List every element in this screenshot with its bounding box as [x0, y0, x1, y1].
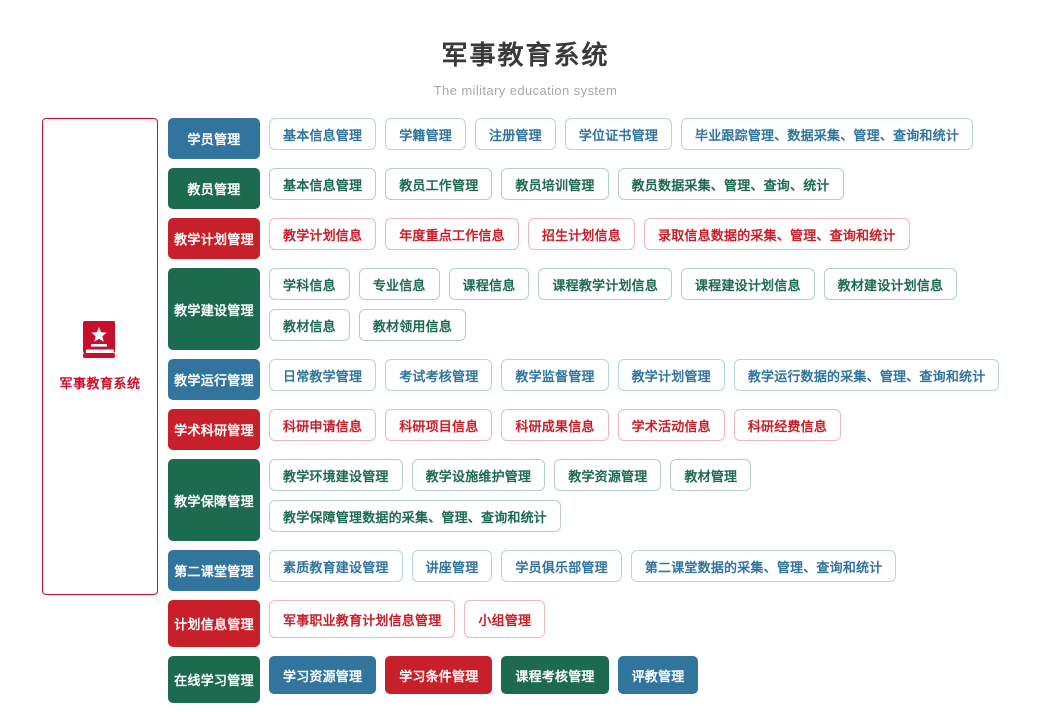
category-button[interactable]: 教学计划管理	[168, 218, 260, 260]
category-button[interactable]: 教学保障管理	[168, 459, 260, 542]
module-item-button[interactable]: 科研经费信息	[733, 409, 842, 442]
module-item-button[interactable]: 课程信息	[448, 268, 530, 301]
module-item-group: 素质教育建设管理讲座管理学员俱乐部管理第二课堂数据的采集、管理、查询和统计	[269, 550, 1051, 591]
brand-label: 军事教育系统	[59, 376, 141, 392]
module-item-group: 学习资源管理学习条件管理课程考核管理评教管理	[269, 656, 1051, 703]
module-item-button[interactable]: 教学计划管理	[617, 359, 725, 392]
module-item-group: 教学环境建设管理教学设施维护管理教学资源管理教材管理教学保障管理数据的采集、管理…	[269, 459, 1051, 541]
brand-panel: 军事教育系统	[42, 118, 158, 596]
module-item-button[interactable]: 招生计划信息	[527, 218, 636, 251]
module-item-button[interactable]: 日常教学管理	[269, 359, 377, 392]
module-row: 教员管理基本信息管理教员工作管理教员培训管理教员数据采集、管理、查询、统计	[168, 168, 1051, 210]
module-item-button[interactable]: 课程教学计划信息	[538, 268, 673, 301]
module-item-button[interactable]: 课程建设计划信息	[681, 268, 815, 301]
module-item-group: 基本信息管理教员工作管理教员培训管理教员数据采集、管理、查询、统计	[269, 168, 1051, 209]
module-item-button[interactable]: 科研申请信息	[269, 409, 377, 442]
category-button[interactable]: 教员管理	[168, 168, 260, 210]
module-item-button[interactable]: 教学运行数据的采集、管理、查询和统计	[733, 359, 1000, 392]
module-item-button[interactable]: 注册管理	[475, 118, 556, 151]
module-item-button[interactable]: 教学监督管理	[501, 359, 609, 392]
module-row: 教学计划管理教学计划信息年度重点工作信息招生计划信息录取信息数据的采集、管理、查…	[168, 218, 1051, 260]
module-item-button[interactable]: 教员数据采集、管理、查询、统计	[617, 168, 844, 201]
module-item-button[interactable]: 学科信息	[269, 268, 350, 301]
module-item-button[interactable]: 科研项目信息	[385, 409, 493, 442]
module-item-button[interactable]: 录取信息数据的采集、管理、查询和统计	[644, 218, 910, 251]
module-item-button[interactable]: 素质教育建设管理	[269, 550, 403, 583]
module-rows: 学员管理基本信息管理学籍管理注册管理学位证书管理毕业跟踪管理、数据采集、管理、查…	[168, 118, 1051, 712]
module-item-button[interactable]: 小组管理	[464, 600, 546, 639]
module-item-button[interactable]: 教员培训管理	[501, 168, 609, 201]
module-item-button[interactable]: 教员工作管理	[385, 168, 493, 201]
page-header: 军事教育系统 The military education system	[0, 0, 1051, 98]
module-item-button[interactable]: 毕业跟踪管理、数据采集、管理、查询和统计	[681, 118, 974, 151]
module-item-button[interactable]: 基本信息管理	[269, 168, 377, 201]
module-item-group: 学科信息专业信息课程信息课程教学计划信息课程建设计划信息教材建设计划信息教材信息…	[269, 268, 1051, 350]
module-item-button[interactable]: 教材领用信息	[358, 309, 467, 342]
module-item-group: 科研申请信息科研项目信息科研成果信息学术活动信息科研经费信息	[269, 409, 1051, 450]
category-button[interactable]: 教学运行管理	[168, 359, 260, 401]
module-item-button[interactable]: 学籍管理	[385, 118, 467, 151]
module-item-group: 教学计划信息年度重点工作信息招生计划信息录取信息数据的采集、管理、查询和统计	[269, 218, 1051, 259]
module-row: 学术科研管理科研申请信息科研项目信息科研成果信息学术活动信息科研经费信息	[168, 409, 1051, 451]
module-item-button[interactable]: 学习资源管理	[269, 656, 377, 695]
category-button[interactable]: 教学建设管理	[168, 268, 260, 351]
module-item-button[interactable]: 课程考核管理	[501, 656, 609, 695]
module-item-group: 日常教学管理考试考核管理教学监督管理教学计划管理教学运行数据的采集、管理、查询和…	[269, 359, 1051, 400]
module-item-button[interactable]: 第二课堂数据的采集、管理、查询和统计	[630, 550, 897, 583]
module-item-button[interactable]: 教学资源管理	[554, 459, 662, 492]
page-title: 军事教育系统	[441, 40, 610, 70]
module-item-button[interactable]: 考试考核管理	[385, 359, 493, 392]
category-button[interactable]: 计划信息管理	[168, 600, 260, 648]
module-item-button[interactable]: 教学环境建设管理	[269, 459, 403, 492]
module-item-button[interactable]: 学习条件管理	[385, 656, 493, 695]
module-item-button[interactable]: 教材管理	[670, 459, 752, 492]
module-item-button[interactable]: 教学保障管理数据的采集、管理、查询和统计	[269, 500, 562, 533]
page-subtitle: The military education system	[433, 83, 618, 99]
module-item-button[interactable]: 科研成果信息	[501, 409, 609, 442]
main-content: 军事教育系统 学员管理基本信息管理学籍管理注册管理学位证书管理毕业跟踪管理、数据…	[0, 118, 1051, 712]
module-row: 教学建设管理学科信息专业信息课程信息课程教学计划信息课程建设计划信息教材建设计划…	[168, 268, 1051, 351]
module-item-button[interactable]: 基本信息管理	[269, 118, 377, 151]
module-item-button[interactable]: 教材信息	[269, 309, 350, 342]
module-item-button[interactable]: 评教管理	[617, 656, 699, 695]
category-button[interactable]: 学术科研管理	[168, 409, 260, 451]
module-item-button[interactable]: 教学计划信息	[269, 218, 377, 251]
module-row: 在线学习管理学习资源管理学习条件管理课程考核管理评教管理	[168, 656, 1051, 704]
module-row: 教学保障管理教学环境建设管理教学设施维护管理教学资源管理教材管理教学保障管理数据…	[168, 459, 1051, 542]
module-row: 教学运行管理日常教学管理考试考核管理教学监督管理教学计划管理教学运行数据的采集、…	[168, 359, 1051, 401]
module-item-button[interactable]: 教学设施维护管理	[411, 459, 546, 492]
module-item-button[interactable]: 教材建设计划信息	[823, 268, 958, 301]
category-button[interactable]: 在线学习管理	[168, 656, 260, 704]
module-item-button[interactable]: 专业信息	[358, 268, 440, 301]
book-star-icon	[81, 321, 119, 364]
category-button[interactable]: 第二课堂管理	[168, 550, 260, 592]
module-item-button[interactable]: 讲座管理	[411, 550, 493, 583]
module-item-button[interactable]: 学术活动信息	[617, 409, 725, 442]
module-item-button[interactable]: 学位证书管理	[564, 118, 673, 151]
module-row: 计划信息管理军事职业教育计划信息管理小组管理	[168, 600, 1051, 648]
module-row: 学员管理基本信息管理学籍管理注册管理学位证书管理毕业跟踪管理、数据采集、管理、查…	[168, 118, 1051, 160]
module-item-button[interactable]: 学员俱乐部管理	[501, 550, 622, 583]
category-button[interactable]: 学员管理	[168, 118, 260, 160]
module-item-group: 基本信息管理学籍管理注册管理学位证书管理毕业跟踪管理、数据采集、管理、查询和统计	[269, 118, 1051, 159]
module-row: 第二课堂管理素质教育建设管理讲座管理学员俱乐部管理第二课堂数据的采集、管理、查询…	[168, 550, 1051, 592]
module-item-button[interactable]: 年度重点工作信息	[385, 218, 519, 251]
module-item-group: 军事职业教育计划信息管理小组管理	[269, 600, 1051, 647]
module-item-button[interactable]: 军事职业教育计划信息管理	[269, 600, 456, 639]
